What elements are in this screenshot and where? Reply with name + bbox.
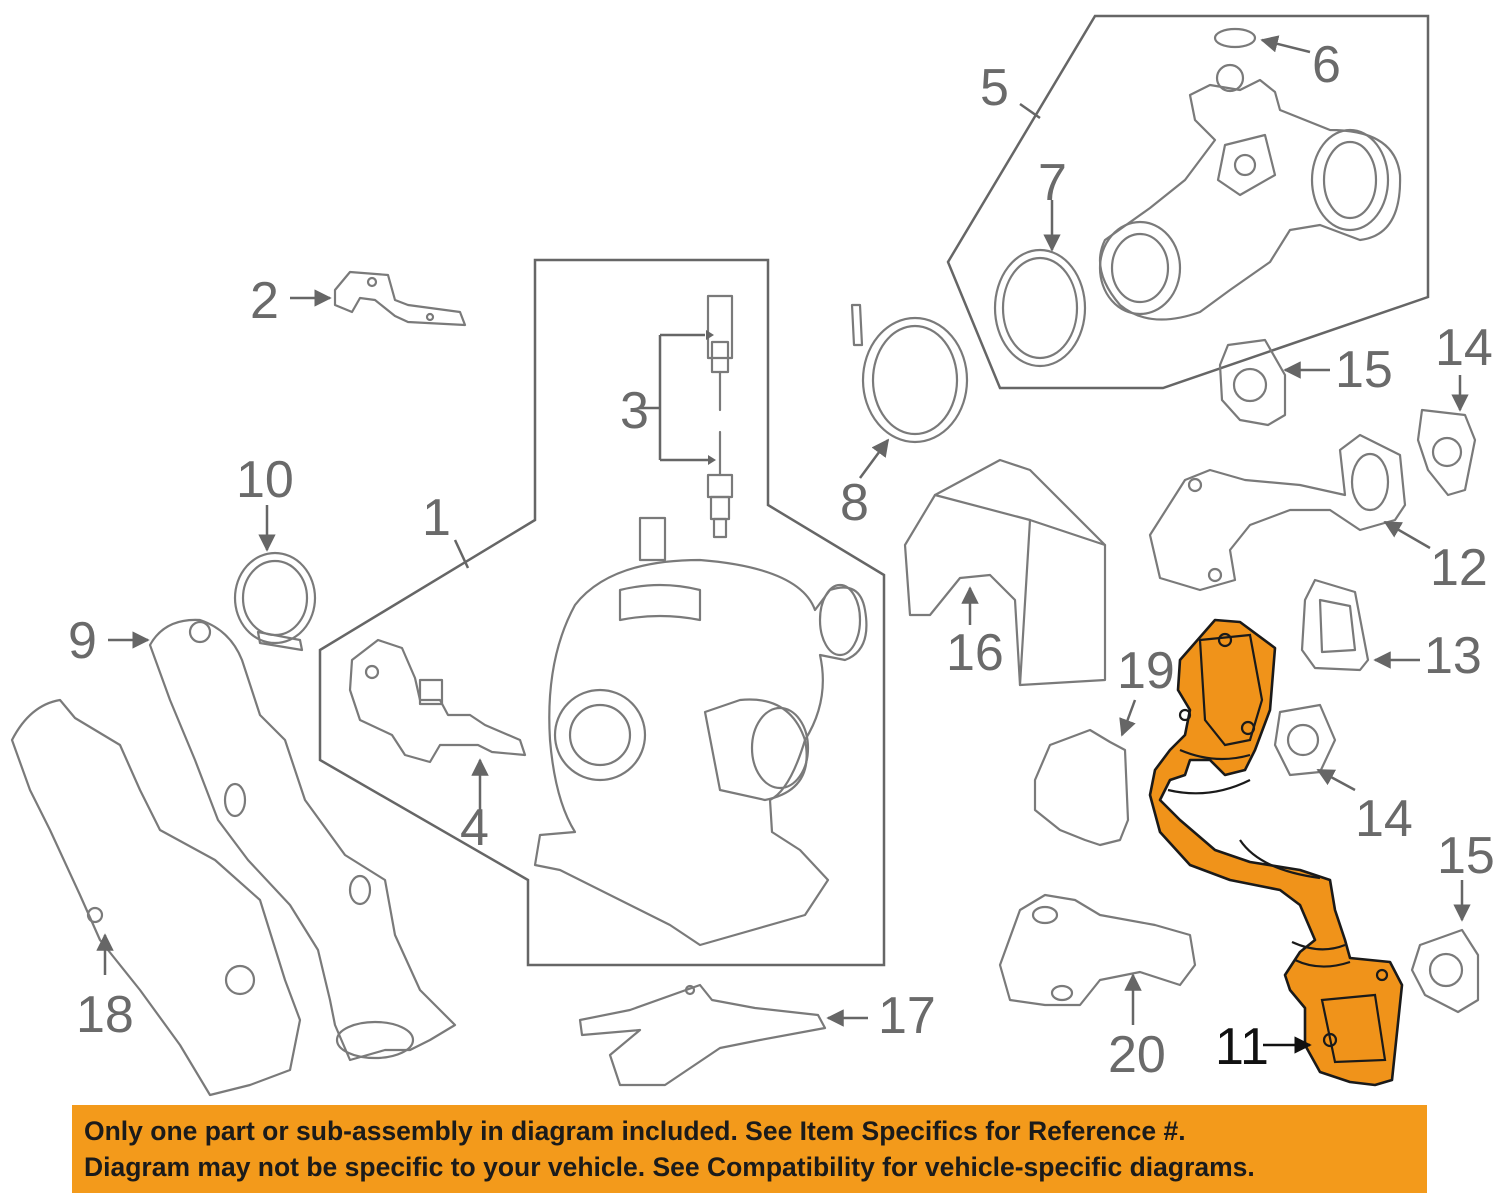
callout-20: 20: [1108, 1026, 1166, 1084]
callout-15-upper: 15: [1335, 341, 1393, 399]
disclaimer-line-2: Diagram may not be specific to your vehi…: [84, 1152, 1255, 1182]
part-8-clamp[interactable]: [850, 303, 969, 444]
callout-15-lower: 15: [1437, 827, 1495, 885]
callout-16: 16: [946, 624, 1004, 682]
part-9-pipe[interactable]: [148, 618, 457, 1062]
assembly-box-5: [946, 14, 1430, 390]
part-1-turbocharger[interactable]: [533, 516, 868, 947]
part-2-bracket[interactable]: [333, 270, 467, 327]
part-5-intake-elbow[interactable]: [1098, 63, 1402, 321]
part-7-seal-ring[interactable]: [993, 248, 1087, 368]
disclaimer-line-1: Only one part or sub-assembly in diagram…: [84, 1116, 1186, 1146]
part-13-gasket[interactable]: [1300, 578, 1370, 672]
callout-8: 8: [840, 474, 869, 532]
part-3-sensor[interactable]: [706, 294, 734, 539]
callout-18: 18: [76, 986, 134, 1044]
callout-7: 7: [1038, 154, 1067, 212]
part-18-heat-shield[interactable]: [10, 698, 302, 1097]
callout-4: 4: [460, 799, 489, 857]
callout-5: 5: [980, 59, 1009, 117]
assembly-box-1: [318, 258, 886, 967]
part-6-o-ring[interactable]: [1213, 27, 1257, 49]
callout-14-lower: 14: [1355, 790, 1413, 848]
callout-12: 12: [1430, 539, 1488, 597]
callout-13: 13: [1424, 627, 1482, 685]
part-19-bracket[interactable]: [1033, 728, 1130, 847]
callout-1: 1: [422, 489, 451, 547]
callout-2: 2: [250, 272, 279, 330]
callout-3: 3: [620, 382, 649, 440]
callout-11: 11: [1215, 1018, 1269, 1076]
part-4-actuator[interactable]: [348, 638, 527, 764]
part-15-gasket-upper[interactable]: [1218, 338, 1287, 427]
part-14-gasket-upper[interactable]: [1416, 408, 1477, 497]
callout-labels: 1 2 3 4 5 6 7 8 9 10 11 12 13 14 14 15 1…: [68, 36, 1495, 1084]
leader-lines: [96, 35, 1471, 1054]
part-11-exhaust-tube-highlighted[interactable]: [1148, 618, 1404, 1087]
part-15-gasket-lower[interactable]: [1410, 928, 1480, 1014]
part-10-clamp[interactable]: [233, 551, 317, 652]
callout-14-upper: 14: [1435, 319, 1493, 377]
callout-17: 17: [878, 987, 936, 1045]
part-14-gasket-lower[interactable]: [1273, 703, 1337, 777]
disclaimer-banner: Only one part or sub-assembly in diagram…: [72, 1105, 1427, 1193]
part-16-cover[interactable]: [903, 458, 1107, 687]
part-12-exhaust-pipe[interactable]: [1148, 433, 1407, 592]
part-20-manifold[interactable]: [998, 893, 1197, 1007]
callout-9: 9: [68, 612, 97, 670]
part-17-bracket[interactable]: [578, 983, 827, 1087]
callout-10: 10: [236, 451, 294, 509]
callout-6: 6: [1312, 36, 1341, 94]
callout-19: 19: [1117, 642, 1175, 700]
